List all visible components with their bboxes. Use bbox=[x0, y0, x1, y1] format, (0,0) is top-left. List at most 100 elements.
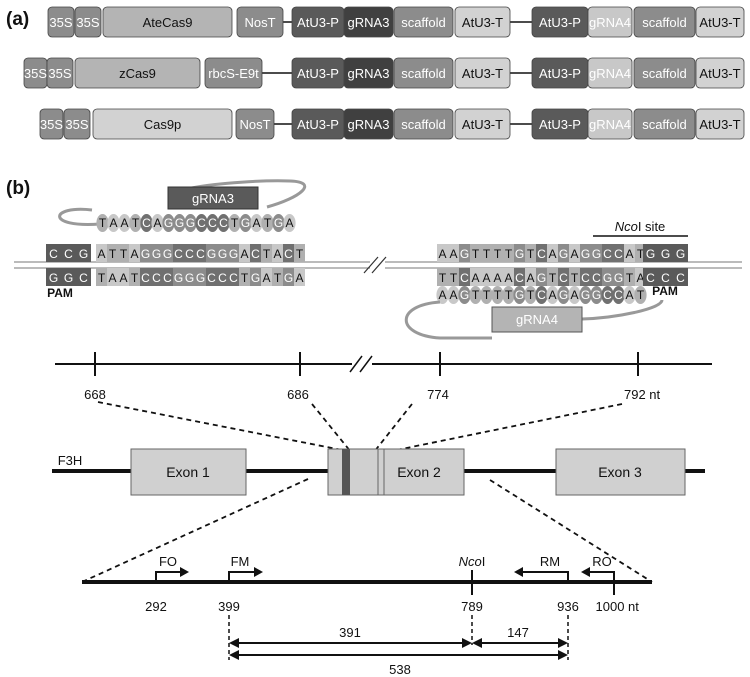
base-cell bbox=[217, 244, 228, 262]
base-oval bbox=[535, 286, 548, 304]
construct-part-35s bbox=[46, 57, 74, 89]
grna4-label: gRNA4 bbox=[516, 312, 558, 327]
target-site-grna3 bbox=[342, 449, 350, 495]
base-cell bbox=[283, 268, 294, 286]
grna3-base: G bbox=[175, 216, 184, 230]
construct-part-atu3-t bbox=[454, 6, 511, 38]
pos-668: 668 bbox=[84, 387, 106, 402]
base-oval bbox=[206, 214, 219, 232]
base-cell bbox=[591, 244, 602, 262]
grna3-base: T bbox=[99, 216, 107, 230]
construct-part-label: gRNA3 bbox=[348, 117, 390, 132]
base-cell bbox=[46, 268, 61, 286]
base-cell bbox=[635, 244, 646, 262]
construct-part-grna4 bbox=[587, 57, 633, 89]
grna4-base: T bbox=[494, 288, 502, 302]
grna4-base: C bbox=[603, 288, 612, 302]
base-oval bbox=[568, 286, 581, 304]
dna-base: A bbox=[504, 271, 512, 285]
fragment-538: 538 bbox=[389, 662, 411, 677]
base-oval bbox=[140, 214, 153, 232]
construct-part-grna3 bbox=[343, 108, 394, 140]
dna-base: T bbox=[274, 271, 282, 285]
construct-part-35s bbox=[63, 108, 91, 140]
dna-base: G bbox=[251, 271, 260, 285]
construct-part-label: scaffold bbox=[401, 66, 446, 81]
grna3-box bbox=[167, 186, 259, 210]
base-cell bbox=[46, 244, 61, 262]
base-oval bbox=[272, 214, 285, 232]
dna-base: C bbox=[251, 247, 260, 261]
grna3-base: A bbox=[252, 216, 260, 230]
construct-part-label: Cas9p bbox=[144, 117, 182, 132]
construct-part-grna4 bbox=[587, 108, 633, 140]
base-oval bbox=[129, 214, 142, 232]
dna-base: T bbox=[439, 271, 447, 285]
base-cell bbox=[503, 244, 514, 262]
pos-936: 936 bbox=[557, 599, 579, 614]
base-oval bbox=[579, 286, 592, 304]
base-cell bbox=[558, 244, 569, 262]
base-cell bbox=[613, 268, 624, 286]
construct-part-35s bbox=[47, 6, 75, 38]
base-oval bbox=[623, 286, 636, 304]
base-oval bbox=[217, 214, 230, 232]
dna-base: C bbox=[174, 247, 183, 261]
pam-base: G bbox=[661, 247, 670, 261]
grna3-base: G bbox=[274, 216, 283, 230]
construct-part-label: AtU3-T bbox=[462, 66, 503, 81]
base-cell bbox=[206, 268, 217, 286]
ncoi-label: NcoI bbox=[459, 554, 486, 569]
base-oval bbox=[162, 214, 175, 232]
base-oval bbox=[491, 286, 504, 304]
primer-arrows bbox=[155, 571, 615, 580]
dna-base: T bbox=[571, 271, 579, 285]
dna-base: T bbox=[626, 271, 634, 285]
base-cell bbox=[96, 244, 107, 262]
base-oval bbox=[634, 286, 647, 304]
construct-part-nost bbox=[236, 6, 284, 38]
dna-base: T bbox=[494, 247, 502, 261]
dna-base: C bbox=[614, 247, 623, 261]
construct-part-label: AtU3-P bbox=[539, 117, 581, 132]
construct-part-label: AtU3-T bbox=[699, 117, 740, 132]
primer-fo: FO bbox=[159, 554, 177, 569]
construct-part-label: AtU3-P bbox=[297, 66, 339, 81]
dna-base: A bbox=[130, 247, 138, 261]
base-cell bbox=[624, 268, 635, 286]
base-cell bbox=[140, 244, 151, 262]
base-oval bbox=[513, 286, 526, 304]
dna-base: A bbox=[526, 271, 534, 285]
grna4-base: T bbox=[505, 288, 513, 302]
dna-base: T bbox=[296, 247, 304, 261]
grna3-base: A bbox=[153, 216, 161, 230]
dna-base: C bbox=[218, 271, 227, 285]
primer-arrowheads bbox=[180, 567, 590, 577]
base-oval bbox=[546, 286, 559, 304]
grna4-base: A bbox=[548, 288, 556, 302]
construct-part-label: AtU3-P bbox=[539, 15, 581, 30]
pam-base: C bbox=[49, 247, 58, 261]
base-cell bbox=[61, 268, 76, 286]
base-oval bbox=[250, 214, 263, 232]
panel-b-label: (b) bbox=[6, 178, 30, 199]
base-cell bbox=[492, 244, 503, 262]
dna-base: T bbox=[483, 247, 491, 261]
dna-base: A bbox=[119, 271, 127, 285]
dna-base: C bbox=[515, 271, 524, 285]
base-cell bbox=[492, 268, 503, 286]
base-oval bbox=[173, 214, 186, 232]
exon-1 bbox=[130, 448, 247, 496]
base-cell bbox=[569, 244, 580, 262]
dna-base: G bbox=[559, 247, 568, 261]
base-cell bbox=[76, 244, 91, 262]
construct-part-scaffold bbox=[633, 6, 696, 38]
base-oval bbox=[436, 286, 449, 304]
construct-part-atu3-t bbox=[454, 57, 511, 89]
dna-base: C bbox=[207, 271, 216, 285]
base-oval bbox=[96, 214, 109, 232]
base-cell bbox=[184, 244, 195, 262]
grna3-base: G bbox=[186, 216, 195, 230]
base-cell bbox=[162, 244, 173, 262]
